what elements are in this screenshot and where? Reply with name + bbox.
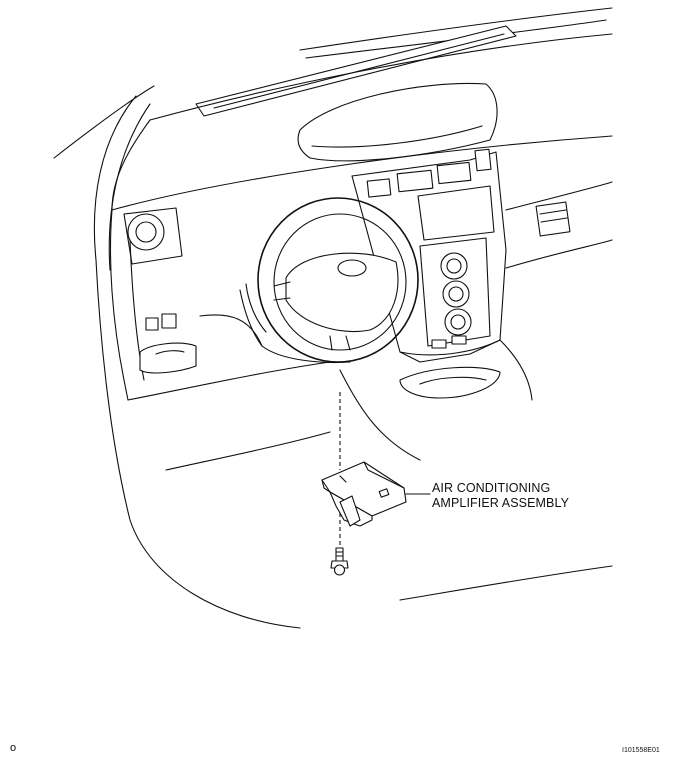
cup-holder [399, 366, 501, 399]
climate-knob-mid [442, 280, 470, 308]
center-vent-mid [396, 169, 434, 193]
center-vent-left [366, 178, 392, 198]
a-pillar-line [53, 85, 155, 159]
climate-knob-top [440, 252, 468, 280]
floor-right-line [399, 565, 613, 601]
left-vent-outer [127, 213, 165, 251]
left-dash-panel [109, 209, 129, 401]
center-vent-right [436, 161, 472, 185]
steering-wheel-emblem [337, 259, 367, 277]
callout-line-1: AIR CONDITIONING [432, 481, 551, 495]
callout-label: AIR CONDITIONING AMPLIFIER ASSEMBLY [432, 481, 622, 511]
passenger-vent-slats [539, 209, 568, 223]
steering-wheel-hub [285, 252, 399, 333]
console-right-edge [499, 339, 533, 401]
door-frame-inner [108, 103, 151, 271]
ac-amplifier-assembly [321, 461, 407, 527]
defroster-vent [195, 25, 517, 117]
dash-front-edge [111, 135, 613, 211]
callout-line-2: AMPLIFIER ASSEMBLY [432, 496, 570, 510]
meter-hood [297, 82, 498, 162]
passenger-dash-line [505, 181, 613, 211]
mounting-screw [330, 547, 349, 576]
steering-wheel-rim-inner [273, 213, 407, 351]
floor-tunnel-line [339, 369, 421, 461]
corner-mark: o [10, 742, 17, 754]
steering-wheel-spoke-lower [329, 335, 351, 351]
climate-panel [419, 237, 491, 347]
switch-panel-left [145, 317, 159, 331]
climate-button-left [431, 339, 447, 349]
climate-knob-bottom [444, 308, 472, 336]
dash-left-contour [111, 119, 151, 211]
dash-top-edge [149, 33, 613, 121]
cup-holder-inner [419, 376, 487, 385]
meter-hood-inner [311, 125, 483, 148]
passenger-vent [535, 201, 571, 237]
climate-knob-bottom-inner [450, 314, 466, 330]
hood-release-inner [155, 350, 185, 355]
floor-line [165, 431, 331, 471]
climate-button-right [451, 335, 467, 345]
switch-panel-right [161, 313, 177, 329]
left-vent-inner [135, 221, 157, 243]
hood-release [139, 342, 197, 374]
door-frame-outer [93, 95, 301, 629]
audio-panel [417, 185, 495, 241]
console-upper [399, 339, 501, 356]
climate-knob-mid-inner [448, 286, 464, 302]
left-vent-housing [123, 207, 183, 265]
figure-id: I101558E01 [622, 747, 660, 754]
passenger-dash-lower [505, 239, 613, 269]
steering-wheel-spoke-left [273, 281, 291, 301]
steering-column-cover [245, 283, 267, 333]
center-vent-far-right [474, 148, 492, 172]
lower-dash-edge [127, 361, 331, 401]
knee-panel [199, 314, 263, 347]
roof-line [299, 7, 613, 51]
climate-knob-top-inner [446, 258, 462, 274]
